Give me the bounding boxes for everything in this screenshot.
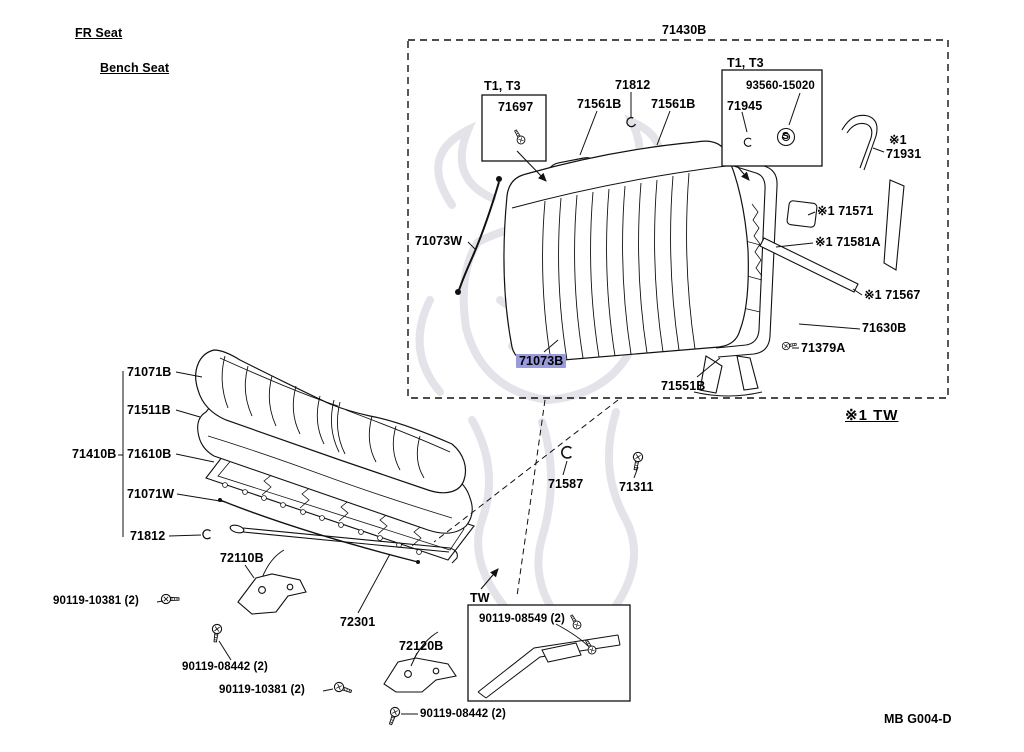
s-mark-label: S bbox=[782, 130, 790, 142]
tw-marker-label: TW bbox=[470, 591, 490, 605]
assembly-number-label: 71430B bbox=[662, 23, 707, 37]
part-label-90119-10381-upper: 90119-10381 (2) bbox=[53, 595, 139, 607]
seat-type-fr-label: FR Seat bbox=[75, 26, 123, 40]
bolt-icon bbox=[210, 623, 223, 644]
part-label-71931: 71931 bbox=[886, 147, 922, 161]
part-label-72120b: 72120B bbox=[399, 639, 444, 653]
hinge-bracket-left bbox=[237, 549, 307, 615]
drawing-code-label: MB G004-D bbox=[884, 712, 952, 726]
screw-icon bbox=[630, 450, 645, 472]
part-label-71567: ※1 71567 bbox=[864, 288, 921, 302]
part-label-71561b-right: 71561B bbox=[651, 97, 696, 111]
part-label-71073w: 71073W bbox=[415, 234, 463, 248]
stabilizer-rod bbox=[229, 524, 458, 564]
inset-box-right bbox=[721, 69, 823, 167]
tw-inset-box bbox=[467, 604, 631, 702]
part-label-71561b-left: 71561B bbox=[577, 97, 622, 111]
part-label-71581a: ※1 71581A bbox=[815, 235, 881, 249]
part-label-71379a: 71379A bbox=[801, 341, 846, 355]
part-label-71311: 71311 bbox=[619, 480, 654, 494]
part-label-71410b: 71410B bbox=[72, 447, 117, 461]
part-label-90119-08549: 90119-08549 (2) bbox=[479, 613, 565, 625]
variant-note-label: ※1 TW bbox=[845, 407, 899, 424]
bolt-icon bbox=[332, 680, 354, 697]
part-label-71945: 71945 bbox=[727, 99, 763, 113]
note-mark-71931: ※1 bbox=[889, 133, 907, 147]
part-label-71697: 71697 bbox=[498, 100, 534, 114]
part-label-93560-15020: 93560-15020 bbox=[746, 80, 815, 92]
part-label-71587: 71587 bbox=[548, 477, 584, 491]
bolt-icon bbox=[160, 593, 180, 605]
clip-icon bbox=[561, 445, 573, 459]
part-label-71071b: 71071B bbox=[127, 365, 172, 379]
inset-right-variant-label: T1, T3 bbox=[727, 56, 764, 70]
trim-strips bbox=[759, 114, 905, 293]
part-label-71511b: 71511B bbox=[127, 403, 171, 417]
part-label-90119-10381-lower: 90119-10381 (2) bbox=[219, 684, 305, 696]
part-label-72301: 72301 bbox=[340, 615, 376, 629]
seat-back-wire bbox=[455, 176, 502, 295]
part-label-90119-08442-lower: 90119-08442 (2) bbox=[420, 708, 506, 720]
part-label-71551b: 71551B bbox=[661, 379, 706, 393]
leader-lines bbox=[118, 92, 885, 715]
part-label-71812-bottom: 71812 bbox=[130, 529, 166, 543]
assembly-boundary-box bbox=[407, 39, 949, 399]
assembly-dashed-leaders bbox=[433, 399, 619, 597]
pin-icon bbox=[781, 340, 798, 351]
bolt-icon bbox=[385, 705, 402, 727]
part-label-90119-08442-upper: 90119-08442 (2) bbox=[182, 661, 268, 673]
inset-left-variant-label: T1, T3 bbox=[484, 79, 521, 93]
grommet-icon bbox=[776, 127, 796, 147]
part-label-71073b[interactable]: 71073B bbox=[516, 354, 567, 369]
inset-box-left bbox=[481, 94, 547, 162]
seat-back-cushion bbox=[503, 140, 749, 363]
pad-71571-shape bbox=[786, 200, 818, 228]
part-label-72110b: 72110B bbox=[220, 551, 264, 565]
seat-type-bench-label: Bench Seat bbox=[100, 61, 170, 75]
pointer-arrows bbox=[480, 150, 750, 590]
part-label-71610b: 71610B bbox=[127, 447, 172, 461]
part-label-71071w: 71071W bbox=[127, 487, 175, 501]
part-label-71571: ※1 71571 bbox=[817, 204, 874, 218]
part-label-71812-top: 71812 bbox=[615, 78, 651, 92]
seat-cushion-top bbox=[195, 349, 467, 494]
part-label-71630b: 71630B bbox=[862, 321, 907, 335]
hinge-bracket-right bbox=[383, 631, 457, 693]
hook-icon bbox=[202, 529, 212, 540]
